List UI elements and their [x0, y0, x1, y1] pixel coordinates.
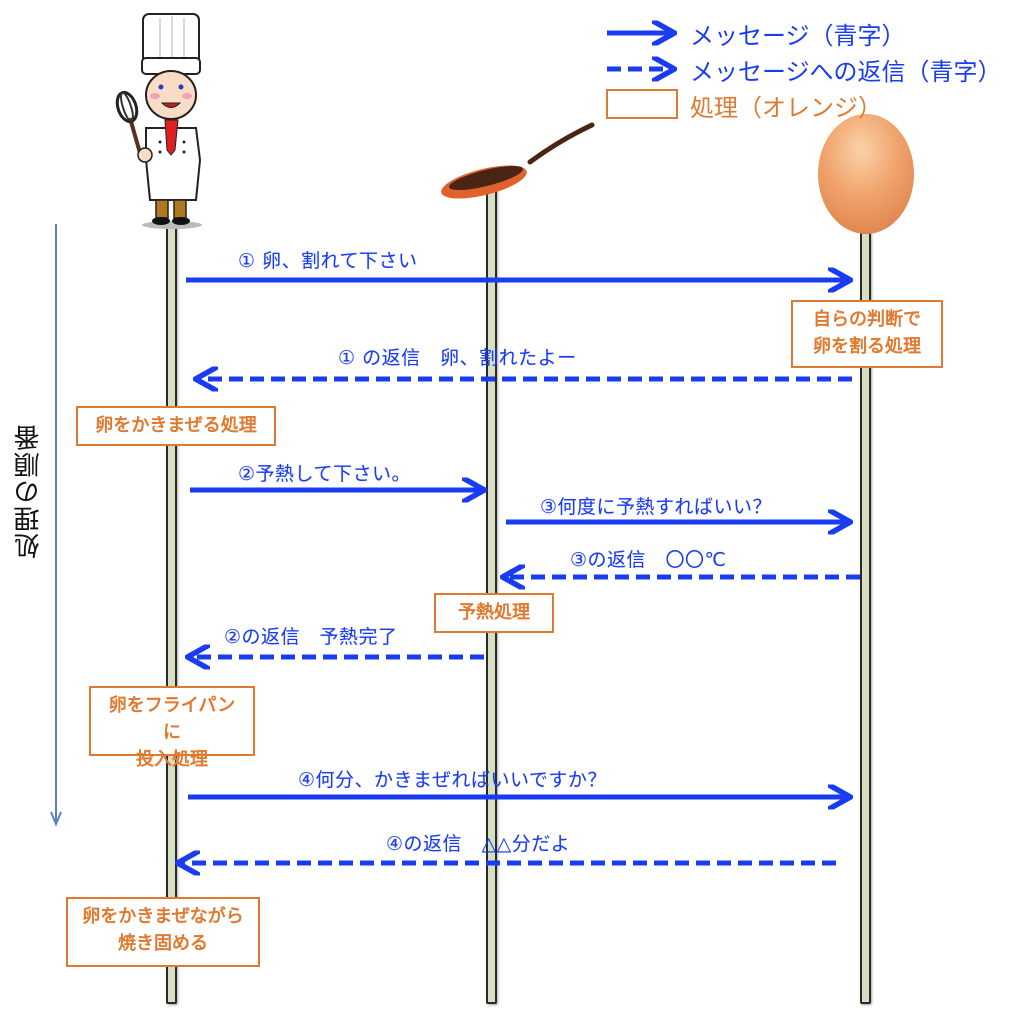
process-box-egg-break: 自らの判断で 卵を割る処理 — [791, 300, 943, 368]
process-box-put-in: 卵をフライパンに 投入処理 — [89, 686, 255, 770]
legend-message-label: メッセージ（青字） — [690, 22, 906, 50]
order-axis-arrow — [50, 224, 62, 827]
process-box-cook: 卵をかきまぜながら 焼き固める — [66, 897, 260, 967]
process-line: 卵をかきまぜながら — [82, 906, 244, 927]
message-label-r2: ②の返信 予熱完了 — [224, 626, 398, 648]
message-label-m1: ① 卵、割れて下さい — [238, 250, 418, 272]
process-line: 予熱処理 — [458, 602, 530, 623]
process-box-mix: 卵をかきまぜる処理 — [76, 406, 276, 446]
legend-process-label: 処理（オレンジ） — [690, 94, 882, 122]
frying-pan-icon — [441, 122, 595, 199]
message-arrows — [180, 280, 860, 863]
legend-process-swatch — [606, 89, 678, 119]
order-axis-label: 処理の順番 — [14, 424, 44, 560]
process-box-preheat: 予熱処理 — [434, 593, 554, 633]
process-line: 焼き固める — [118, 933, 208, 954]
egg-icon — [818, 114, 914, 234]
process-line: 投入処理 — [136, 749, 208, 770]
chef-icon — [115, 13, 202, 229]
message-label-m4: ④何分、かきまぜればいいですか？ — [298, 769, 607, 791]
process-line: 卵をかきまぜる処理 — [95, 415, 257, 436]
message-label-r1: ① の返信 卵、割れたよー — [338, 347, 577, 369]
message-label-r4: ④の返信 △△分だよ — [386, 833, 571, 855]
process-line: 自らの判断で — [813, 309, 921, 330]
legend-reply-label: メッセージへの返信（青字） — [690, 58, 1002, 86]
message-label-r3: ③の返信 〇〇℃ — [570, 549, 727, 571]
process-line: 卵をフライパンに — [108, 695, 236, 743]
message-label-m2: ②予熱して下さい。 — [238, 463, 411, 485]
message-label-m3: ③何度に予熱すればいい？ — [540, 496, 773, 518]
process-line: 卵を割る処理 — [813, 336, 921, 357]
